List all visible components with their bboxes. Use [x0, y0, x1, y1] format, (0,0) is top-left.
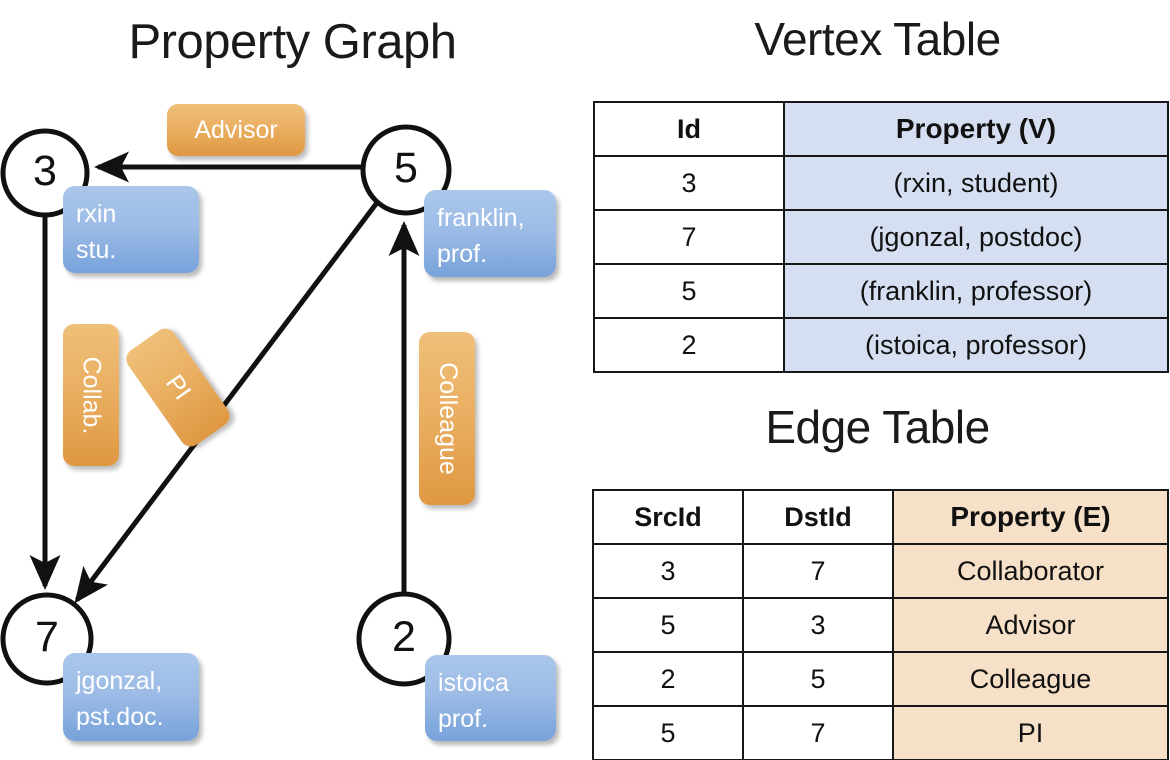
edge-cell-dst: 3 — [742, 597, 894, 653]
edge-cell-dst: 7 — [742, 543, 894, 599]
table-row[interactable]: 3 (rxin, student) — [593, 155, 1169, 211]
edge-label-colleague[interactable]: Colleague — [419, 332, 475, 505]
vertex-prop-box-rxin[interactable]: rxin stu. — [63, 186, 199, 273]
page-title-property-graph: Property Graph — [128, 15, 458, 69]
vertex-cell-property: (rxin, student) — [783, 155, 1169, 211]
edge-table-header-property: Property (E) — [892, 489, 1169, 545]
vertex-prop-box-jgonzal[interactable]: jgonzal, pst.doc. — [63, 653, 199, 741]
edge-label-pi-text: PI — [160, 369, 197, 405]
vertex-cell-id: 2 — [593, 317, 785, 373]
edge-label-advisor[interactable]: Advisor — [167, 104, 305, 156]
table-row[interactable]: 2 (istoica, professor) — [593, 317, 1169, 373]
page-title-vertex-table: Vertex Table — [754, 13, 1001, 65]
edge-table-header-srcid: SrcId — [592, 489, 744, 545]
table-row[interactable]: 5 3 Advisor — [592, 597, 1169, 653]
vertex-cell-id: 3 — [593, 155, 785, 211]
table-row[interactable]: 5 (franklin, professor) — [593, 263, 1169, 319]
vertex-prop-jgonzal-line1: jgonzal, — [76, 667, 163, 695]
vertex-cell-id: 5 — [593, 263, 785, 319]
vertex-prop-rxin-line2: stu. — [76, 235, 117, 264]
vertex-cell-property: (istoica, professor) — [783, 317, 1169, 373]
edge-cell-src: 5 — [592, 705, 744, 760]
edge-label-collab-text: Collab. — [77, 356, 106, 434]
table-row[interactable]: 2 5 Colleague — [592, 651, 1169, 707]
edge-label-colleague-text: Colleague — [433, 362, 462, 475]
edge-cell-property: Colleague — [892, 651, 1169, 707]
edge-5-to-7 — [74, 198, 381, 604]
edge-table-header-row: SrcId DstId Property (E) — [592, 489, 1169, 545]
vertex-table: Id Property (V) 3 (rxin, student) 7 (jgo… — [593, 101, 1169, 373]
vertex-cell-property: (franklin, professor) — [783, 263, 1169, 319]
edge-cell-property: PI — [892, 705, 1169, 760]
vertex-prop-istoica-line2: prof. — [438, 704, 489, 733]
vertex-cell-id: 7 — [593, 209, 785, 265]
vertex-prop-franklin-line1: franklin, — [437, 204, 525, 232]
vertex-prop-istoica-line1: istoica — [438, 669, 509, 697]
edge-table-header-dstid: DstId — [742, 489, 894, 545]
vertex-table-header-row: Id Property (V) — [593, 101, 1169, 157]
edge-cell-src: 3 — [592, 543, 744, 599]
edge-cell-src: 5 — [592, 597, 744, 653]
edge-label-advisor-text: Advisor — [194, 115, 278, 144]
graph-node-5[interactable] — [360, 124, 452, 216]
edge-cell-dst: 5 — [742, 651, 894, 707]
table-row[interactable]: 3 7 Collaborator — [592, 543, 1169, 599]
edge-cell-src: 2 — [592, 651, 744, 707]
vertex-prop-franklin-line2: prof. — [437, 239, 488, 268]
page-title-edge-table: Edge Table — [765, 401, 990, 453]
vertex-prop-rxin-line1: rxin — [76, 200, 117, 228]
table-row[interactable]: 7 (jgonzal, postdoc) — [593, 209, 1169, 265]
vertex-prop-box-istoica[interactable]: istoica prof. — [425, 655, 556, 741]
edge-label-collab[interactable]: Collab. — [63, 324, 119, 466]
table-row[interactable]: 5 7 PI — [592, 705, 1169, 760]
vertex-prop-box-franklin[interactable]: franklin, prof. — [424, 190, 556, 277]
vertex-prop-jgonzal-line2: pst.doc. — [76, 702, 164, 731]
edge-cell-property: Advisor — [892, 597, 1169, 653]
vertex-table-header-property: Property (V) — [783, 101, 1169, 157]
edge-cell-dst: 7 — [742, 705, 894, 760]
vertex-cell-property: (jgonzal, postdoc) — [783, 209, 1169, 265]
edge-cell-property: Collaborator — [892, 543, 1169, 599]
edge-table: SrcId DstId Property (E) 3 7 Collaborato… — [592, 489, 1169, 760]
vertex-table-header-id: Id — [593, 101, 785, 157]
